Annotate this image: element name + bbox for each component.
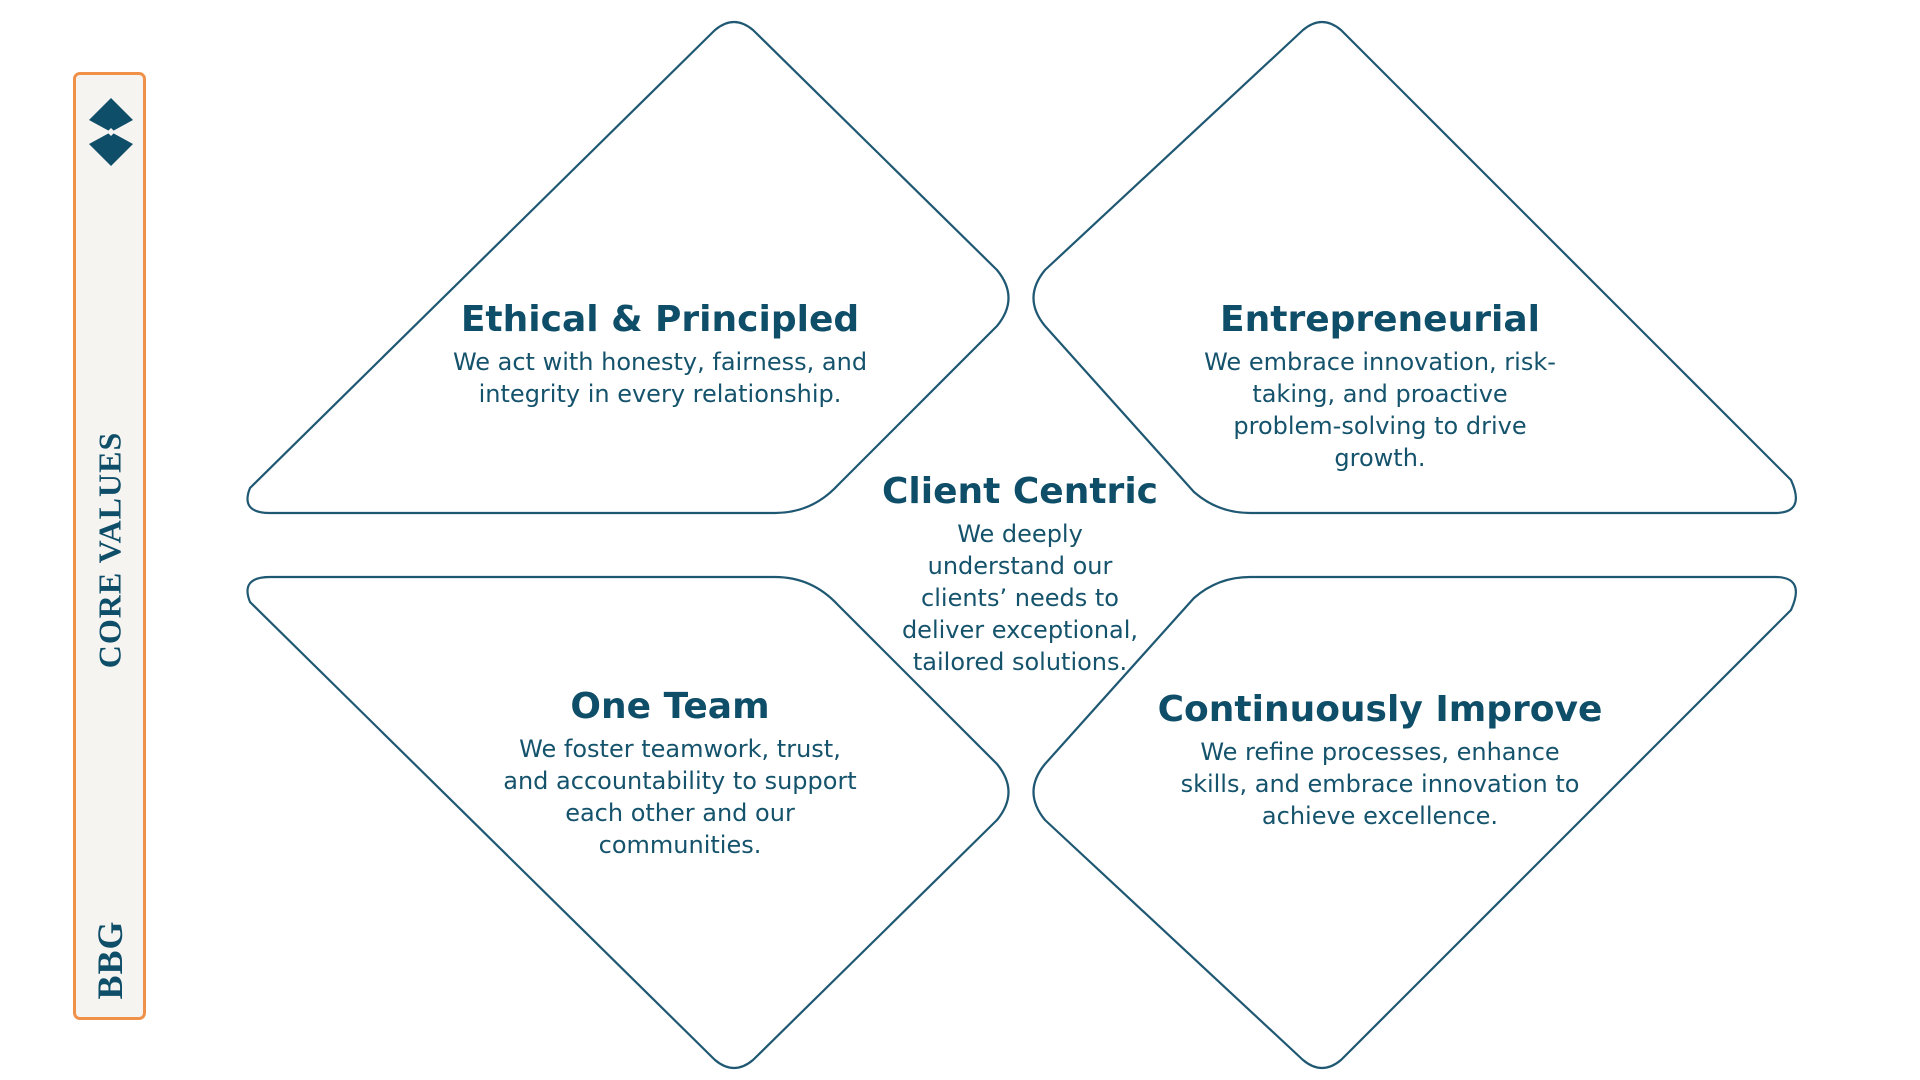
- entrepreneurial-description: We embrace innovation, risk-taking, and …: [1204, 348, 1556, 472]
- continuously-improve-title: Continuously Improve: [1157, 689, 1603, 730]
- client-centric-block: Client Centric We deeply understand our …: [840, 470, 1200, 678]
- client-centric-description: We deeply understand our clients’ needs …: [901, 520, 1139, 676]
- one-team-title: One Team: [570, 686, 770, 727]
- one-team-shape: [246, 575, 1010, 1070]
- continuously-improve-description: We refine processes, enhance skills, and…: [1180, 738, 1580, 830]
- entrepreneurial-title: Entrepreneurial: [1220, 299, 1540, 340]
- one-team-description: We foster teamwork, trust, and accountab…: [503, 735, 857, 859]
- core-values-sidebar: CORE VALUES BBG: [73, 72, 146, 1020]
- ethical-shape: [246, 20, 1010, 515]
- entrepreneurial-shape: [1032, 20, 1797, 515]
- continuously-improve-block: Continuously Improve We refine processes…: [1130, 688, 1630, 832]
- ethical-block: Ethical & Principled We act with honesty…: [420, 298, 900, 410]
- entrepreneurial-block: Entrepreneurial We embrace innovation, r…: [1130, 298, 1630, 474]
- ethical-description: We act with honesty, fairness, and integ…: [452, 348, 868, 408]
- client-centric-title: Client Centric: [882, 471, 1158, 512]
- one-team-block: One Team We foster teamwork, trust, and …: [430, 685, 910, 861]
- bbg-diamond-logo-icon: [89, 98, 133, 166]
- ethical-title: Ethical & Principled: [460, 299, 860, 340]
- continuously-improve-shape: [1032, 575, 1797, 1070]
